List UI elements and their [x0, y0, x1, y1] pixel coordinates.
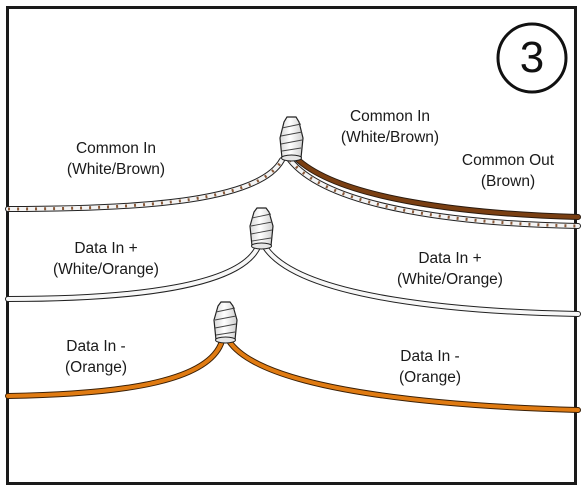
label-common-in-top-line2: (White/Brown) [340, 129, 440, 146]
data-in-plus-left-wire [5, 244, 261, 302]
label-common-in-left-line1: Common In [75, 140, 157, 157]
label-common-out-line1: Common Out [461, 152, 555, 169]
label-data-in-plus-right: Data In + (White/Orange) [366, 248, 534, 290]
common-out-brown-wire [293, 155, 581, 220]
data-in-minus-left-wire [5, 338, 225, 399]
label-data-in-minus-left: Data In - (Orange) [36, 336, 156, 378]
label-common-in-left-line2: (White/Brown) [66, 161, 166, 178]
label-common-in-top-line1: Common In [349, 108, 431, 125]
label-data-in-plus-right-line1: Data In + [418, 250, 482, 267]
step-number: 3 [519, 33, 545, 82]
label-common-out: Common Out (Brown) [440, 150, 576, 192]
step-badge-circle [496, 22, 568, 94]
wire-nut-data-plus [249, 207, 274, 250]
wire-nut-data-minus [213, 301, 238, 344]
label-common-in-left: Common In (White/Brown) [32, 138, 200, 180]
label-data-in-minus-left-line2: (Orange) [64, 359, 128, 376]
diagram-frame [6, 6, 577, 485]
label-data-in-minus-right-line2: (Orange) [398, 369, 462, 386]
label-data-in-minus-right: Data In - (Orange) [370, 346, 490, 388]
label-data-in-plus-right-line2: (White/Orange) [397, 271, 503, 288]
label-data-in-minus-right-line1: Data In - [400, 348, 460, 365]
common-in-right-wire [287, 157, 581, 229]
wire-nut-common [279, 116, 304, 162]
data-in-minus-right-wire [226, 338, 581, 413]
data-in-plus-right-wire [262, 244, 581, 317]
label-common-in-top: Common In (White/Brown) [306, 106, 474, 148]
label-data-in-plus-left-line2: (White/Orange) [53, 261, 159, 278]
label-data-in-minus-left-line1: Data In - [66, 338, 126, 355]
label-common-out-line2: (Brown) [480, 173, 536, 190]
common-in-left-wire [5, 157, 285, 212]
label-data-in-plus-left-line1: Data In + [74, 240, 138, 257]
label-data-in-plus-left: Data In + (White/Orange) [22, 238, 190, 280]
